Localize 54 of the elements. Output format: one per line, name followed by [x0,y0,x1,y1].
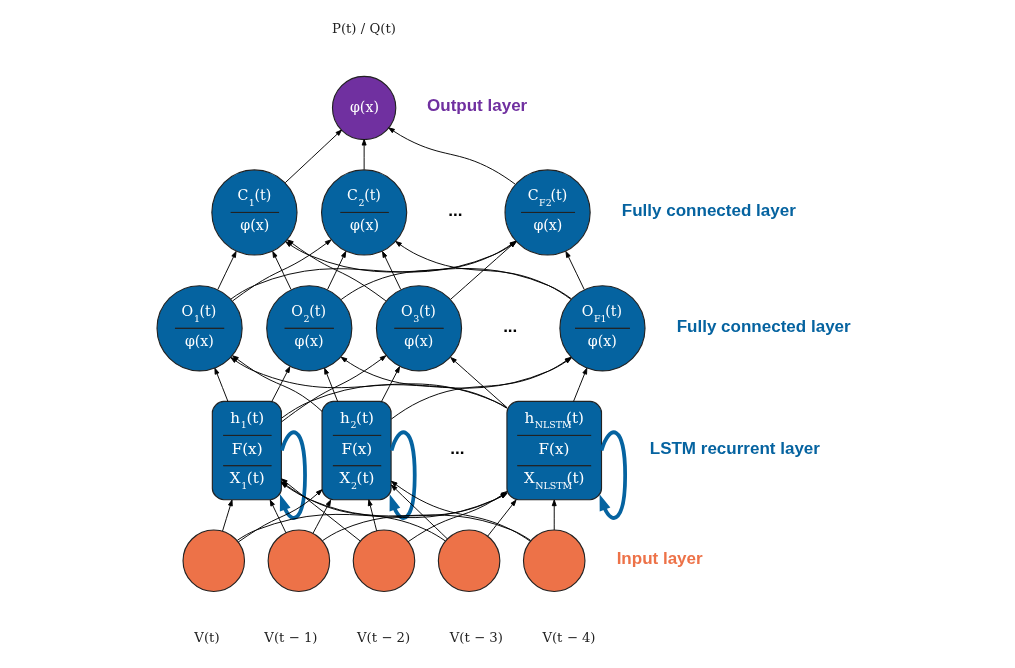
arrow [216,251,237,290]
arrow [284,129,342,184]
label: LSTM recurrent layer [649,438,820,458]
arrow [312,499,331,534]
arrow [237,489,322,543]
arrow [213,367,228,402]
label: Fully connected layer [676,316,851,336]
arrow [390,480,531,542]
node-label: V(t − 4) [541,630,596,646]
node-circle: C$_{2}$(t) φ(x) [320,169,407,256]
node-circle [267,529,330,593]
node-box: h$_{2}$(t) F(x) X$_{2}$(t) [321,400,392,501]
arrow [389,430,417,520]
node-box: h$_{NLSTM}$(t) F(x) X$_{NLSTM}$(t) [505,400,602,501]
arrow [280,355,386,423]
arrow [367,499,377,532]
arrow [271,251,291,290]
node-circle: C$_{F2}$(t) φ(x) [503,169,591,256]
arrow [449,357,507,408]
arrow [599,430,627,520]
arrow [340,356,507,409]
arrow [565,251,585,290]
label: Fully connected layer [621,200,796,220]
node-circle [437,529,500,593]
arrow [390,484,448,540]
node-circle [522,529,586,593]
node-circle [352,529,415,593]
arrow [381,251,401,290]
node-circle [181,529,245,593]
node-box: h$_{1}$(t) F(x) X$_{1}$(t) [211,400,282,501]
node-circle: O$_{F1}$(t) φ(x) [558,285,646,372]
node-circle: O$_{1}$(t) φ(x) [155,285,243,372]
arrow [221,499,233,532]
label: Output layer [426,96,527,116]
label: ... [502,316,517,336]
arrow [551,499,557,531]
arrow [387,127,516,185]
node-circle: C$_{1}$(t) φ(x) [210,169,298,256]
node-label: V(t − 3) [449,630,503,646]
arrow [486,499,516,537]
arrow [270,366,290,402]
arrow [326,251,346,290]
node-label: V(t) [193,630,220,646]
node-label: P(t) / Q(t) [331,20,396,36]
node-label: V(t − 1) [263,630,317,646]
label: ... [449,438,464,458]
label: Input layer [616,548,703,568]
label: ... [447,200,462,220]
arrow [572,367,587,402]
arrow [380,366,400,402]
arrow [361,138,367,170]
arrow [323,367,338,402]
node-label: V(t − 2) [356,630,410,646]
arrow [269,499,286,534]
